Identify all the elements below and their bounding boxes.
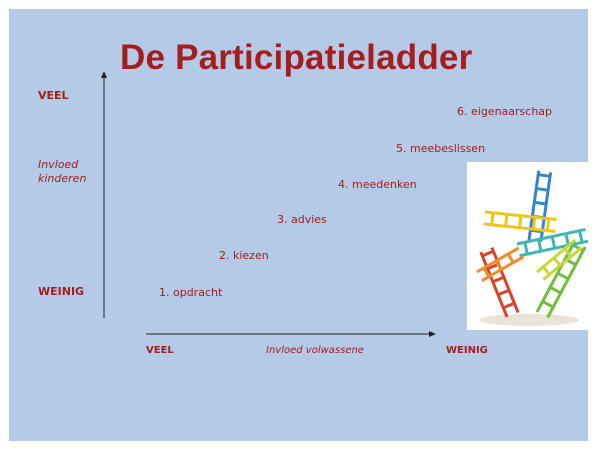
y-axis-bottom-label: WEINIG [38, 285, 85, 298]
step-5: 5. meebeslissen [396, 142, 486, 155]
step-3: 3. advies [277, 213, 327, 226]
step-4: 4. meedenken [338, 178, 417, 191]
x-axis-left-label: VEEL [146, 345, 174, 356]
step-1: 1. opdracht [159, 286, 223, 299]
y-axis-title: Invloed kinderen [38, 158, 87, 185]
step-6: 6. eigenaarschap [457, 105, 553, 118]
step-2: 2. kiezen [219, 249, 269, 262]
x-axis-title: Invloed volwassene [266, 345, 364, 356]
y-axis-top-label: VEEL [38, 89, 69, 102]
page-title: De Participatieladder [120, 38, 473, 77]
ladder-game-photo [467, 162, 597, 330]
x-axis-right-label: WEINIG [446, 345, 488, 356]
